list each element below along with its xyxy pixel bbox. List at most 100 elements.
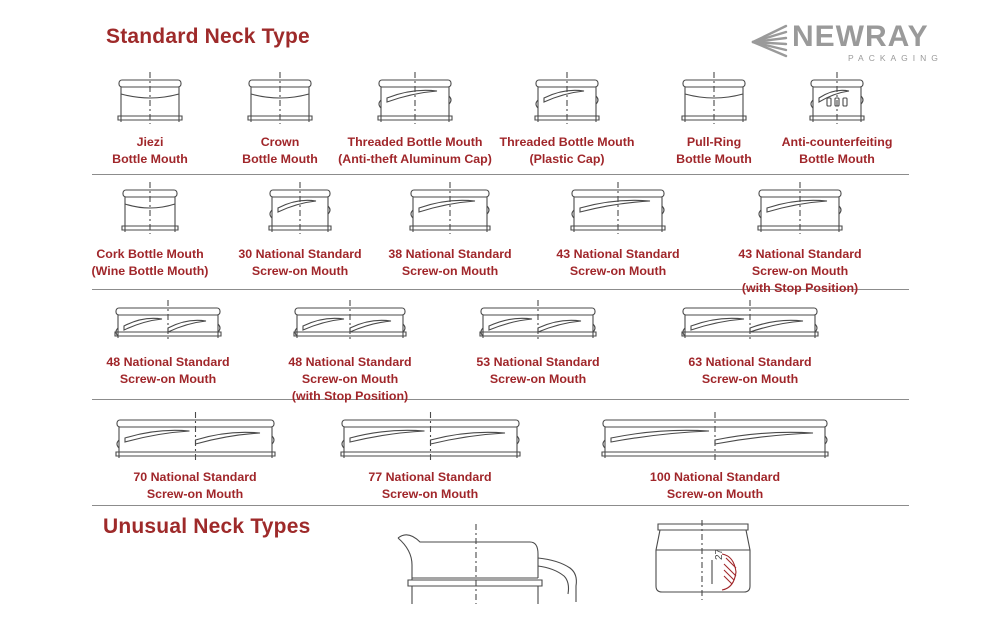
caption-line: Anti-counterfeiting — [781, 135, 893, 149]
caption-line: Screw-on Mouth — [301, 372, 399, 386]
unusual-neck-cork-drawing: 27 — [652, 520, 757, 602]
caption-line: 43 National Standard — [738, 247, 862, 261]
unusual-neck-spout-drawing — [397, 520, 588, 605]
caption-line: Screw-on Mouth — [701, 372, 799, 386]
row-divider — [92, 399, 909, 400]
caption-line: Pull-Ring — [686, 135, 742, 149]
neck-drawing — [755, 182, 845, 234]
caption-line: Screw-on Mouth — [119, 372, 217, 386]
caption-line: Threaded Bottle Mouth — [347, 135, 483, 149]
brand-subtitle: PACKAGING — [848, 53, 943, 63]
caption-line: 38 National Standard — [388, 247, 512, 261]
neck-cross-section-icon — [601, 412, 829, 460]
neck-cross-section-icon — [247, 72, 313, 124]
caption-line: Crown — [260, 135, 300, 149]
caption-line: Jiezi — [136, 135, 164, 149]
caption-line: 48 National Standard — [288, 355, 412, 369]
caption-line: Bottle Mouth — [242, 152, 318, 166]
neck-drawing — [679, 300, 821, 340]
row-divider — [92, 174, 909, 175]
neck-drawing — [568, 182, 668, 234]
neck-drawing — [113, 412, 278, 460]
row-divider — [92, 505, 909, 506]
caption-line: 70 National Standard — [133, 470, 257, 484]
caption-line: 30 National Standard — [238, 247, 362, 261]
unusual-neck-types-heading: Unusual Neck Types — [103, 515, 311, 538]
neck-cross-section-icon — [114, 300, 222, 340]
neck-type-caption: Cork Bottle Mouth (Wine Bottle Mouth) — [55, 246, 245, 280]
neck-cross-section-icon — [809, 72, 865, 124]
caption-line: (Anti-theft Aluminum Cap) — [338, 152, 492, 166]
caption-line: (with Stop Position) — [291, 389, 409, 403]
spout-neck-icon — [397, 524, 577, 604]
neck-cross-section-icon — [409, 182, 491, 234]
neck-cross-section-icon — [570, 182, 666, 234]
hollow-neck-icon — [655, 520, 751, 600]
neck-type-caption: Threaded Bottle Mouth (Plastic Cap) — [472, 134, 662, 168]
brand-name: NEWRAY — [792, 20, 929, 53]
caption-line: Screw-on Mouth — [666, 487, 764, 501]
neck-drawing — [532, 72, 602, 124]
neck-drawing — [112, 300, 224, 340]
neck-cross-section-icon — [479, 300, 597, 340]
neck-drawing — [245, 72, 315, 124]
dimension-annotation: 27 — [714, 548, 725, 560]
caption-line: Threaded Bottle Mouth — [499, 135, 635, 149]
neck-cross-section-icon — [681, 300, 819, 340]
caption-line: Bottle Mouth — [112, 152, 188, 166]
standard-neck-type-heading: Standard Neck Type — [106, 25, 310, 48]
neck-type-caption: Threaded Bottle Mouth (Anti-theft Aluminu… — [320, 134, 510, 168]
caption-line: 43 National Standard — [556, 247, 680, 261]
caption-line: 48 National Standard — [106, 355, 230, 369]
neck-drawing — [338, 412, 523, 460]
neck-cross-section-icon — [121, 182, 179, 234]
neck-drawing — [115, 72, 185, 124]
neck-drawing — [807, 72, 867, 124]
neck-cross-section-icon — [117, 72, 183, 124]
neck-cross-section-icon — [339, 412, 521, 460]
caption-line: Cork Bottle Mouth — [96, 247, 204, 261]
neck-drawing — [266, 182, 334, 234]
caption-line: Screw-on Mouth — [251, 264, 349, 278]
caption-line: 100 National Standard — [649, 470, 781, 484]
neck-cross-section-icon — [268, 182, 332, 234]
caption-line: 63 National Standard — [688, 355, 812, 369]
striped-wing-logo-icon — [751, 24, 788, 58]
neck-cross-section-icon — [114, 412, 276, 460]
caption-line: Screw-on Mouth — [569, 264, 667, 278]
row-divider — [92, 289, 909, 290]
caption-line: Screw-on Mouth — [146, 487, 244, 501]
neck-drawing — [291, 300, 409, 340]
caption-line: (Plastic Cap) — [529, 152, 605, 166]
caption-line: Screw-on Mouth — [381, 487, 479, 501]
neck-drawing — [119, 182, 181, 234]
caption-line: Screw-on Mouth — [751, 264, 849, 278]
caption-line: (Wine Bottle Mouth) — [91, 264, 209, 278]
neck-cross-section-icon — [681, 72, 747, 124]
neck-drawing — [599, 412, 831, 460]
caption-line: 53 National Standard — [476, 355, 600, 369]
caption-line: (with Stop Position) — [741, 281, 859, 295]
neck-drawing — [407, 182, 493, 234]
neck-drawing — [679, 72, 749, 124]
caption-line: Bottle Mouth — [676, 152, 752, 166]
caption-line: Screw-on Mouth — [489, 372, 587, 386]
caption-line: Bottle Mouth — [799, 152, 875, 166]
neck-drawing — [477, 300, 599, 340]
caption-line: Screw-on Mouth — [401, 264, 499, 278]
